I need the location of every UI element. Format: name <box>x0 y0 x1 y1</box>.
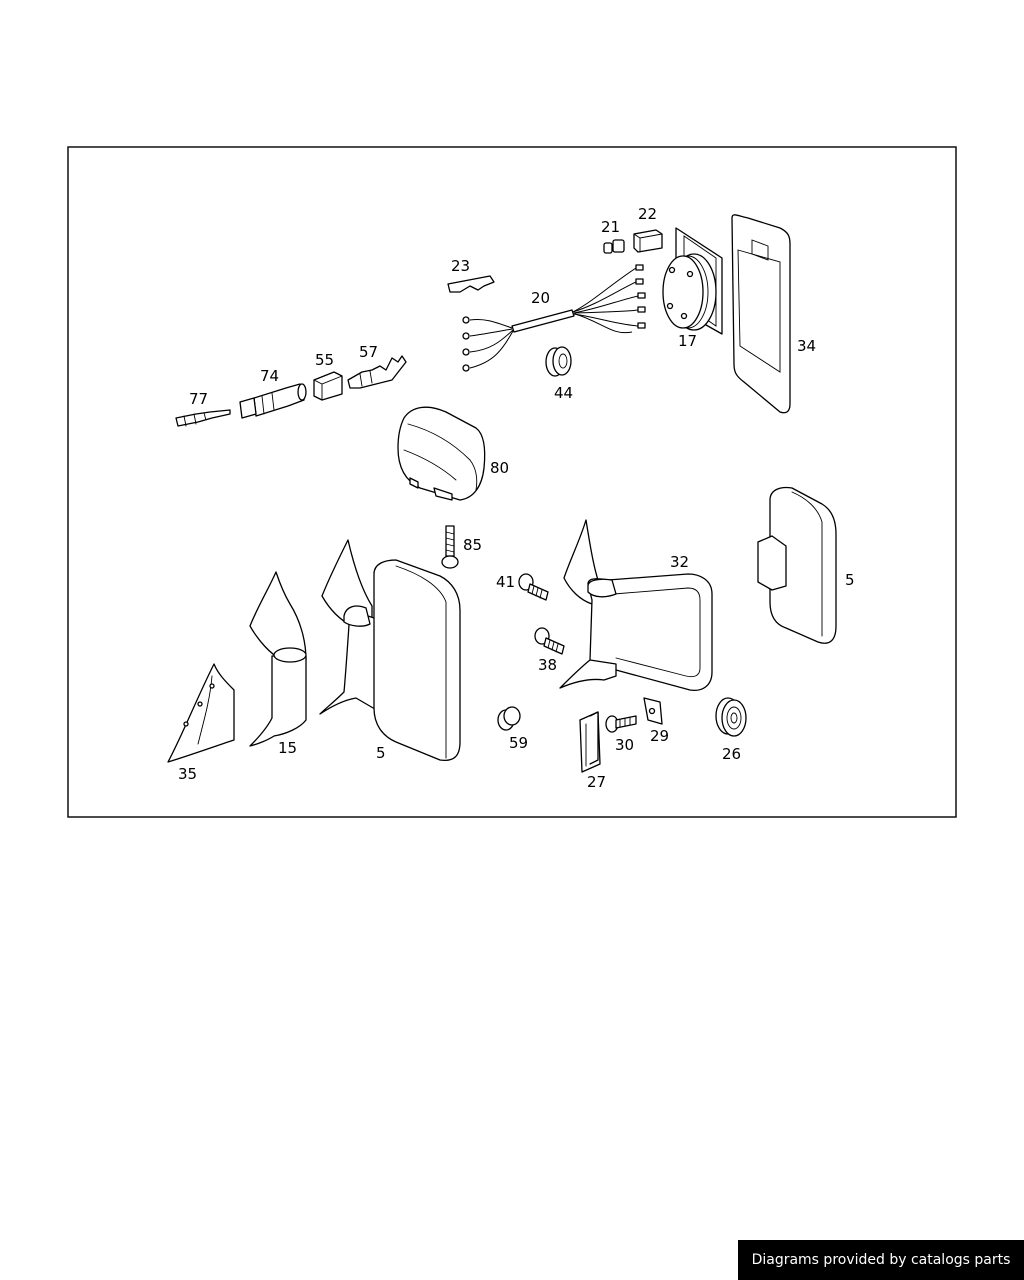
callout-38: 38 <box>538 656 557 674</box>
callout-5-right: 5 <box>845 571 855 589</box>
part-74-socket <box>239 383 307 419</box>
part-29-nut-plate <box>643 697 663 725</box>
callout-41: 41 <box>496 573 515 591</box>
part-57-terminal <box>347 355 407 389</box>
part-35-cover <box>167 663 235 763</box>
part-27-clamp <box>579 711 601 773</box>
part-22-connector-housing <box>633 229 663 253</box>
callout-22: 22 <box>638 205 657 223</box>
callout-80: 80 <box>490 459 509 477</box>
callout-59: 59 <box>509 734 528 752</box>
callout-34: 34 <box>797 337 816 355</box>
part-85-screw <box>441 525 459 569</box>
callout-32: 32 <box>670 553 689 571</box>
part-59-plug <box>497 706 521 731</box>
part-5-mirror-assembly-left <box>319 539 461 762</box>
callout-17: 17 <box>678 332 697 350</box>
part-32-mirror-arm <box>559 519 713 692</box>
callout-21: 21 <box>601 218 620 236</box>
part-55-plug-housing <box>313 371 343 401</box>
part-26-bearing <box>715 697 747 737</box>
part-44-grommet <box>545 346 572 377</box>
callout-57: 57 <box>359 343 378 361</box>
callout-23: 23 <box>451 257 470 275</box>
part-80-mirror-housing-cover <box>397 406 486 501</box>
callout-30: 30 <box>615 736 634 754</box>
part-34-mirror-glass <box>731 214 791 414</box>
callout-20: 20 <box>531 289 550 307</box>
watermark-banner: Diagrams provided by catalogs parts <box>738 1240 1024 1280</box>
part-21-connector <box>603 239 625 254</box>
part-23-clip <box>447 275 495 293</box>
callout-5-left: 5 <box>376 744 386 762</box>
part-30-bolt <box>605 715 637 733</box>
callout-29: 29 <box>650 727 669 745</box>
part-41-screw <box>518 573 549 601</box>
callout-85: 85 <box>463 536 482 554</box>
part-20-wiring-harness <box>462 264 646 372</box>
part-38-screw <box>534 627 565 655</box>
part-17-adjustment-motor <box>662 227 723 335</box>
part-5-mirror-housing-right <box>757 486 837 644</box>
callout-labels: 20 21 22 23 17 34 44 57 55 74 77 80 85 3… <box>178 205 855 791</box>
callout-15: 15 <box>278 739 297 757</box>
callout-26: 26 <box>722 745 741 763</box>
callout-74: 74 <box>260 367 279 385</box>
part-15-bracket <box>249 571 307 747</box>
callout-77: 77 <box>189 390 208 408</box>
callout-27: 27 <box>587 773 606 791</box>
part-77-terminal-pin <box>175 409 231 427</box>
callout-55: 55 <box>315 351 334 369</box>
callout-35: 35 <box>178 765 197 783</box>
callout-44: 44 <box>554 384 573 402</box>
diagram-frame <box>67 146 957 818</box>
